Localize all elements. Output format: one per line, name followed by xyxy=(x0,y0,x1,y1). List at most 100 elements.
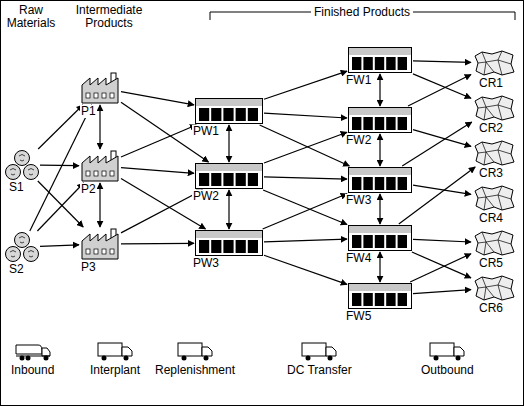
flow-arrow xyxy=(40,165,79,167)
flow-arrow xyxy=(40,245,79,247)
network-node: PW1 xyxy=(195,98,263,124)
network-node: P1 xyxy=(80,72,120,104)
raw-icon xyxy=(5,232,39,262)
node-label: FW5 xyxy=(345,310,372,323)
network-node: CR5 xyxy=(472,230,516,256)
vehicle-symbol xyxy=(96,340,134,362)
flow-arrow xyxy=(264,255,347,284)
network-node: PW2 xyxy=(195,163,263,189)
vehicle-symbol xyxy=(428,340,466,362)
network-node: FW3 xyxy=(348,167,412,193)
wh-icon xyxy=(195,98,263,124)
flow-arrow xyxy=(413,239,471,242)
network-node: P3 xyxy=(80,228,120,260)
flow-arrow xyxy=(121,243,194,245)
plant-icon xyxy=(80,228,120,260)
heading-label: Raw Materials xyxy=(4,4,58,30)
map-icon xyxy=(472,50,516,76)
legend-label: Outbound xyxy=(421,364,474,377)
legend-label: DC Transfer xyxy=(287,364,352,377)
flow-arrow xyxy=(121,125,196,157)
flow-arrow xyxy=(264,71,347,99)
flow-arrow xyxy=(263,194,347,229)
node-label: S2 xyxy=(8,263,25,276)
node-label: CR5 xyxy=(478,257,504,270)
wh-icon xyxy=(348,47,412,73)
flow-arrow xyxy=(263,190,347,225)
wh-icon xyxy=(195,230,263,256)
legend-item: Outbound xyxy=(421,340,474,377)
flow-arrow xyxy=(38,181,83,227)
node-label: P2 xyxy=(80,183,97,196)
flow-arrow xyxy=(121,179,206,230)
node-label: S1 xyxy=(8,181,25,194)
map-icon xyxy=(472,140,516,166)
node-label: P1 xyxy=(80,105,97,118)
flow-arrow xyxy=(379,252,380,282)
node-label: FW4 xyxy=(345,252,372,265)
node-label: FW2 xyxy=(345,134,372,147)
network-node: CR3 xyxy=(472,140,516,166)
flow-arrow xyxy=(379,194,380,224)
flow-arrow xyxy=(99,105,100,149)
truck-icon xyxy=(96,340,134,362)
network-node: FW4 xyxy=(348,225,412,251)
wh-icon xyxy=(348,225,412,251)
flow-arrow xyxy=(413,130,471,147)
flow-arrow xyxy=(413,290,471,294)
plant-icon xyxy=(80,72,120,104)
network-node: FW1 xyxy=(348,47,412,73)
flow-arrow xyxy=(412,252,471,278)
wh-icon xyxy=(348,283,412,309)
flow-arrow xyxy=(121,168,194,174)
vehicle-symbol xyxy=(176,340,214,362)
vehicle-symbol xyxy=(14,340,52,362)
flow-arrow xyxy=(264,177,347,179)
network-node: CR4 xyxy=(472,185,516,211)
node-label: CR6 xyxy=(478,302,504,315)
raw-icon xyxy=(5,150,39,180)
heading-label: Finished Products xyxy=(311,6,413,19)
map-icon xyxy=(472,185,516,211)
network-node: S2 xyxy=(5,232,39,262)
flow-arrow xyxy=(402,122,472,166)
legend-label: Interplant xyxy=(90,364,140,377)
heading-label: Intermediate Products xyxy=(68,4,150,30)
tank-icon xyxy=(14,340,52,362)
network-node: PW3 xyxy=(195,230,263,256)
flow-arrow xyxy=(413,61,471,63)
truck-icon xyxy=(176,340,214,362)
node-label: PW2 xyxy=(192,190,220,203)
truck-icon xyxy=(428,340,466,362)
map-icon xyxy=(472,275,516,301)
node-label: CR1 xyxy=(478,77,504,90)
flow-arrow xyxy=(264,239,347,242)
flow-arrow xyxy=(379,74,380,106)
network-node: CR6 xyxy=(472,275,516,301)
flow-arrow xyxy=(260,125,350,166)
truck-icon xyxy=(300,340,338,362)
flow-arrow xyxy=(264,132,347,163)
node-label: P3 xyxy=(80,261,97,274)
legend-item: Inbound xyxy=(11,340,54,377)
legend-label: Replenishment xyxy=(155,364,235,377)
node-label: PW3 xyxy=(192,257,220,270)
wh-icon xyxy=(348,107,412,133)
plant-icon xyxy=(80,150,120,182)
flow-arrow xyxy=(121,92,194,105)
node-label: FW1 xyxy=(345,74,372,87)
flow-arrow xyxy=(228,190,229,229)
flow-arrow xyxy=(99,183,100,227)
network-node: CR1 xyxy=(472,50,516,76)
flow-arrow xyxy=(408,75,471,107)
flow-arrow xyxy=(37,183,83,231)
node-label: CR3 xyxy=(478,167,504,180)
flow-arrow xyxy=(410,254,471,282)
flow-arrow xyxy=(121,190,202,233)
legend-item: Replenishment xyxy=(155,340,235,377)
network-node: FW2 xyxy=(348,107,412,133)
network-node: FW5 xyxy=(348,283,412,309)
map-icon xyxy=(472,95,516,121)
flow-arrow xyxy=(228,125,229,162)
